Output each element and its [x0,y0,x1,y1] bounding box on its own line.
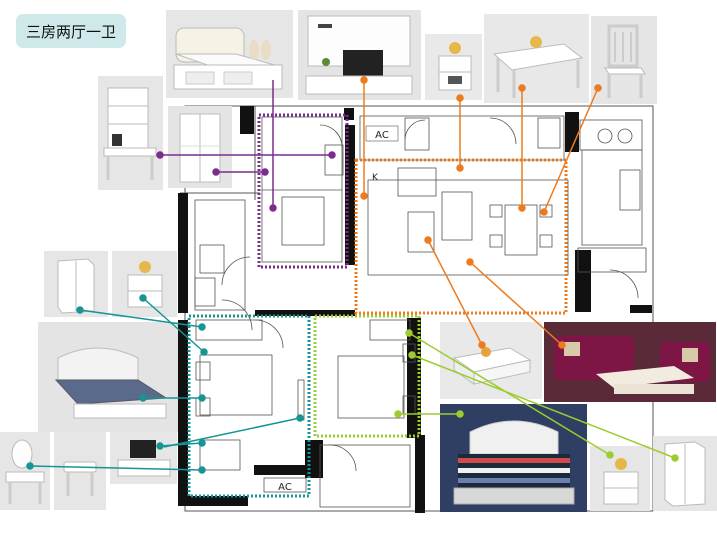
small-nightstand-photo [425,34,482,100]
master-nightstand-photo [112,251,177,317]
plan-title: 三房两厅一卫 [25,22,116,41]
nightstand-icon [603,458,639,505]
dining-table-icon [492,36,584,98]
ac-label-bottom: AC [278,482,292,493]
sofa-icon [544,322,716,402]
bed-with-drawers-photo [166,10,293,98]
second-bed-photo [440,404,587,512]
dining-table-photo [484,14,589,103]
stool-photo [54,432,106,510]
nightstand-icon [438,42,472,91]
bed-icon [54,347,168,419]
tv-cabinet-photo [298,10,421,100]
master-bed-photo [38,322,178,432]
bed-icon [440,404,587,512]
study-room-outline [257,113,349,269]
living-dining-outline [354,158,568,315]
ac-label-top: AC [375,130,389,141]
plan-title-badge: 三房两厅一卫 [16,14,126,48]
tv-cabinet-icon [305,15,413,95]
second-bedroom-outline [313,314,421,438]
master-wardrobe-photo [44,251,108,317]
dressing-table-icon [5,439,45,504]
dining-chair-icon [604,24,646,98]
dressing-table-photo [0,432,50,510]
double-bed-icon [173,27,283,90]
dining-chair-photo [591,16,657,104]
wardrobe-icon [57,258,95,314]
sofa-set-photo [544,322,716,402]
bookshelf-desk-icon [103,87,157,180]
master-bedroom-outline [187,314,311,498]
bookshelf-desk-photo [98,76,163,190]
nightstand-icon [127,261,163,308]
plan-linework [194,115,647,508]
second-nightstand-photo [590,446,650,511]
study-wardrobe-photo [168,106,232,188]
master-tv-cabinet-photo [110,432,177,484]
k-mark: K [372,173,379,183]
